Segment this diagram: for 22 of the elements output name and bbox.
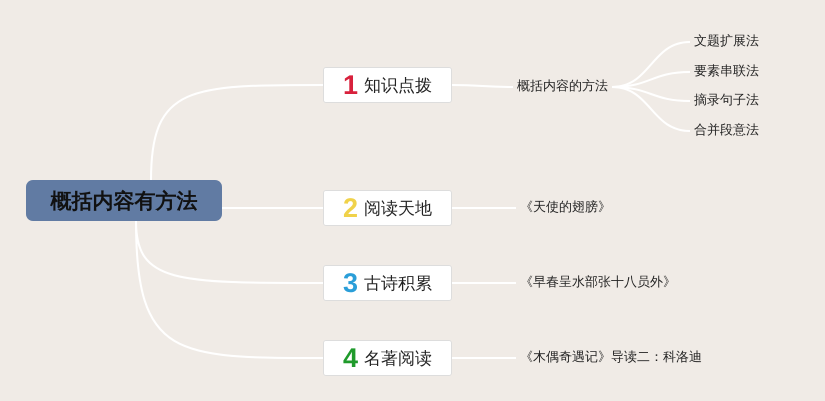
branch-label: 概括内容的方法 [517,78,608,96]
branch-label: 《天使的翅膀》 [520,199,611,217]
branch-label: 要素串联法 [694,63,759,81]
branch-label: 《早春呈水部张十八员外》 [520,274,676,292]
branch-label: 文题扩展法 [694,33,759,51]
number-label: 2 [342,192,358,224]
number-label: 1 [342,70,358,100]
topic-box [323,67,452,103]
topic-label: 阅读天地 [364,198,432,220]
branch-label: 摘录句子法 [694,92,759,110]
branch-label: 《木偶奇遇记》导读二：科洛迪 [520,349,702,367]
topic-label: 名著阅读 [364,348,432,370]
topic-label: 知识点拨 [364,74,432,96]
connector-line [150,84,323,180]
branch-label: 合并段意法 [694,122,759,140]
topic-box [323,340,452,376]
topic-box [323,190,452,226]
topic-box [323,265,452,301]
number-label: 3 [342,268,358,298]
topic-label: 古诗积累 [364,272,432,294]
root-box: 概括内容有方法 [26,180,222,221]
number-label: 4 [342,342,358,374]
